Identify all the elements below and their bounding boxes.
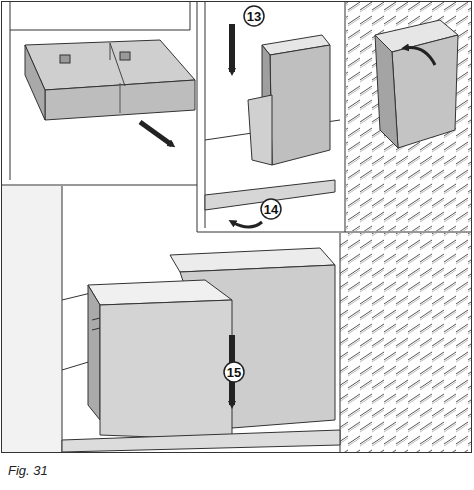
callout-number: 15 bbox=[227, 366, 241, 379]
figure-caption: Fig. 31 bbox=[8, 463, 48, 478]
callout-number: 13 bbox=[247, 10, 261, 23]
callout-number: 14 bbox=[264, 203, 278, 216]
